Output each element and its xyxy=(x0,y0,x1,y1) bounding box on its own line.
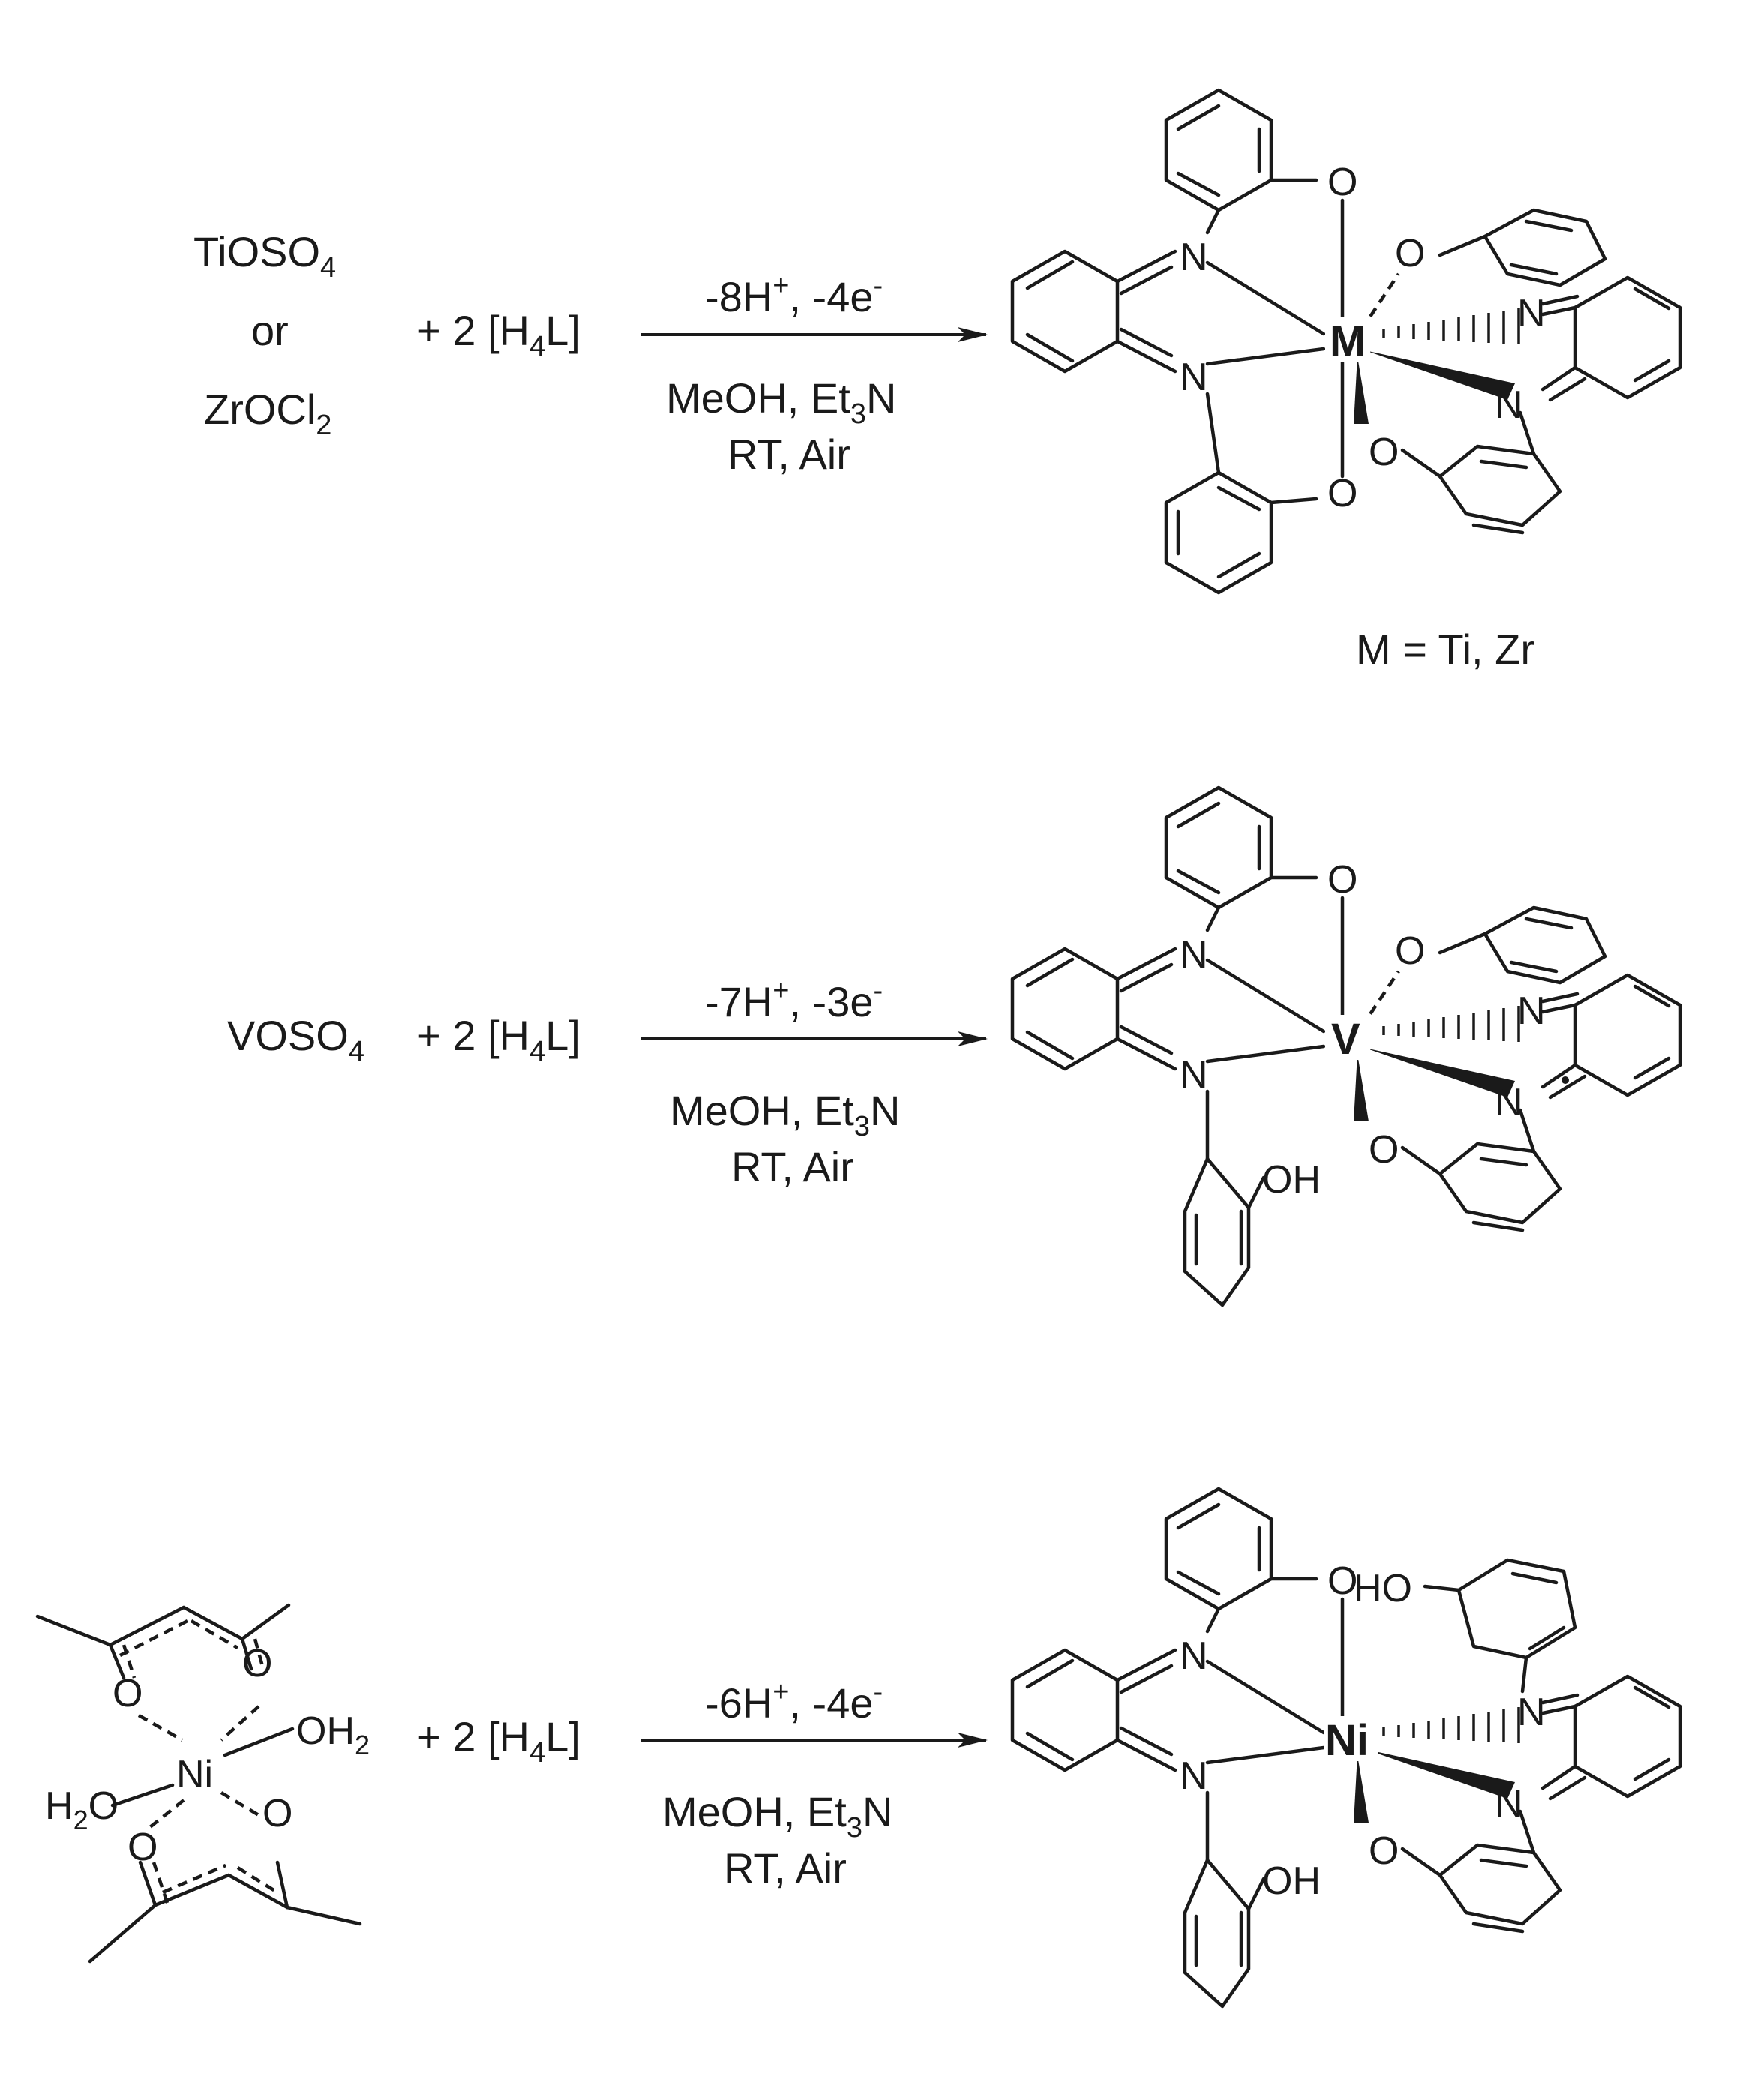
ligand-h4l-3: + 2 [H4L] xyxy=(416,1713,580,1769)
arrow-condition-solvent-2: MeOH, Et3N xyxy=(670,1087,900,1142)
arrow-top-label-3: -6H+, -4e- xyxy=(705,1676,883,1727)
radical-dot xyxy=(1562,1076,1569,1084)
ligand-h4l-1: + 2 [H4L] xyxy=(416,307,580,362)
atom-n-label: N xyxy=(1495,1782,1523,1826)
water-ligand-left: H2O xyxy=(45,1784,118,1835)
ligand-h4l-2: + 2 [H4L] xyxy=(416,1012,580,1067)
metal-center-ni: Ni xyxy=(1325,1716,1369,1765)
atom-o-label: O xyxy=(1395,232,1425,275)
atom-n-label: N xyxy=(1517,989,1546,1033)
product-structure-2: N N O OH O N N O V xyxy=(1012,785,1680,1307)
atom-o-label: O xyxy=(1369,1829,1399,1873)
atom-o-label: O xyxy=(1369,431,1399,474)
reagent-tioso4: TiOSO4 xyxy=(194,228,336,284)
metal-note: M = Ti, Zr xyxy=(1356,626,1534,673)
arrow-condition-temp-1: RT, Air xyxy=(728,431,850,478)
reagent-ni-acac-complex: O O O O OH2 H2O Ni xyxy=(35,1603,370,1964)
atom-oh-label: OH xyxy=(1262,1859,1321,1903)
atom-n-label: N xyxy=(1495,1081,1523,1124)
reaction-2: VOSO4 + 2 [H4L] -7H+, -3e- MeOH, Et3N RT… xyxy=(227,785,1680,1307)
arrow-condition-solvent-1: MeOH, Et3N xyxy=(666,374,896,430)
reagent-or: or xyxy=(251,307,289,354)
arrow-condition-temp-2: RT, Air xyxy=(731,1143,854,1190)
atom-o-label: O xyxy=(112,1672,142,1715)
product-structure-3: N N O OH HO N N O Ni xyxy=(1012,1487,1680,2009)
atom-o-label: O xyxy=(1369,1128,1399,1172)
atom-o-label: O xyxy=(1328,858,1358,902)
atom-n-label: N xyxy=(1180,933,1208,977)
atom-o-label: O xyxy=(242,1642,272,1685)
arrow-top-label-2: -7H+, -3e- xyxy=(705,975,883,1025)
atom-n-label: N xyxy=(1180,1053,1208,1097)
atom-n-label: N xyxy=(1180,1634,1208,1678)
reagent-ni-center: Ni xyxy=(176,1753,213,1796)
atom-ho-label: HO xyxy=(1354,1567,1412,1610)
arrow-condition-temp-3: RT, Air xyxy=(724,1844,847,1892)
atom-o-label: O xyxy=(128,1826,158,1869)
atom-n-label: N xyxy=(1180,1754,1208,1798)
atom-o-label: O xyxy=(262,1792,292,1835)
atom-oh-label: OH xyxy=(1262,1158,1321,1202)
atom-o-label: O xyxy=(1328,472,1358,515)
arrow-top-label-1: -8H+, -4e- xyxy=(705,270,883,320)
atom-n-label: N xyxy=(1495,383,1523,427)
atom-o-label: O xyxy=(1395,929,1425,973)
atom-n-label: N xyxy=(1517,1691,1546,1734)
atom-n-label: N xyxy=(1180,236,1208,279)
reagent-zrocl2: ZrOCl2 xyxy=(204,386,332,441)
atom-n-label: N xyxy=(1180,356,1208,399)
atom-o-label: O xyxy=(1328,1559,1358,1603)
arrow-condition-solvent-3: MeOH, Et3N xyxy=(662,1788,892,1844)
reaction-3: O O O O OH2 H2O Ni + 2 [H4L] -6H+, -4e- … xyxy=(35,1487,1680,2009)
atom-o-label: O xyxy=(1328,161,1358,204)
product-structure-1: N N O O O N N O M xyxy=(1012,88,1680,595)
metal-center-m: M xyxy=(1330,317,1366,366)
metal-center-v: V xyxy=(1331,1015,1360,1064)
atom-n-label: N xyxy=(1517,292,1546,335)
water-ligand-right: OH2 xyxy=(296,1709,370,1760)
reaction-1: TiOSO4 or ZrOCl2 + 2 [H4L] -8H+, -4e- Me… xyxy=(194,88,1680,673)
reagent-voso4: VOSO4 xyxy=(227,1012,364,1067)
